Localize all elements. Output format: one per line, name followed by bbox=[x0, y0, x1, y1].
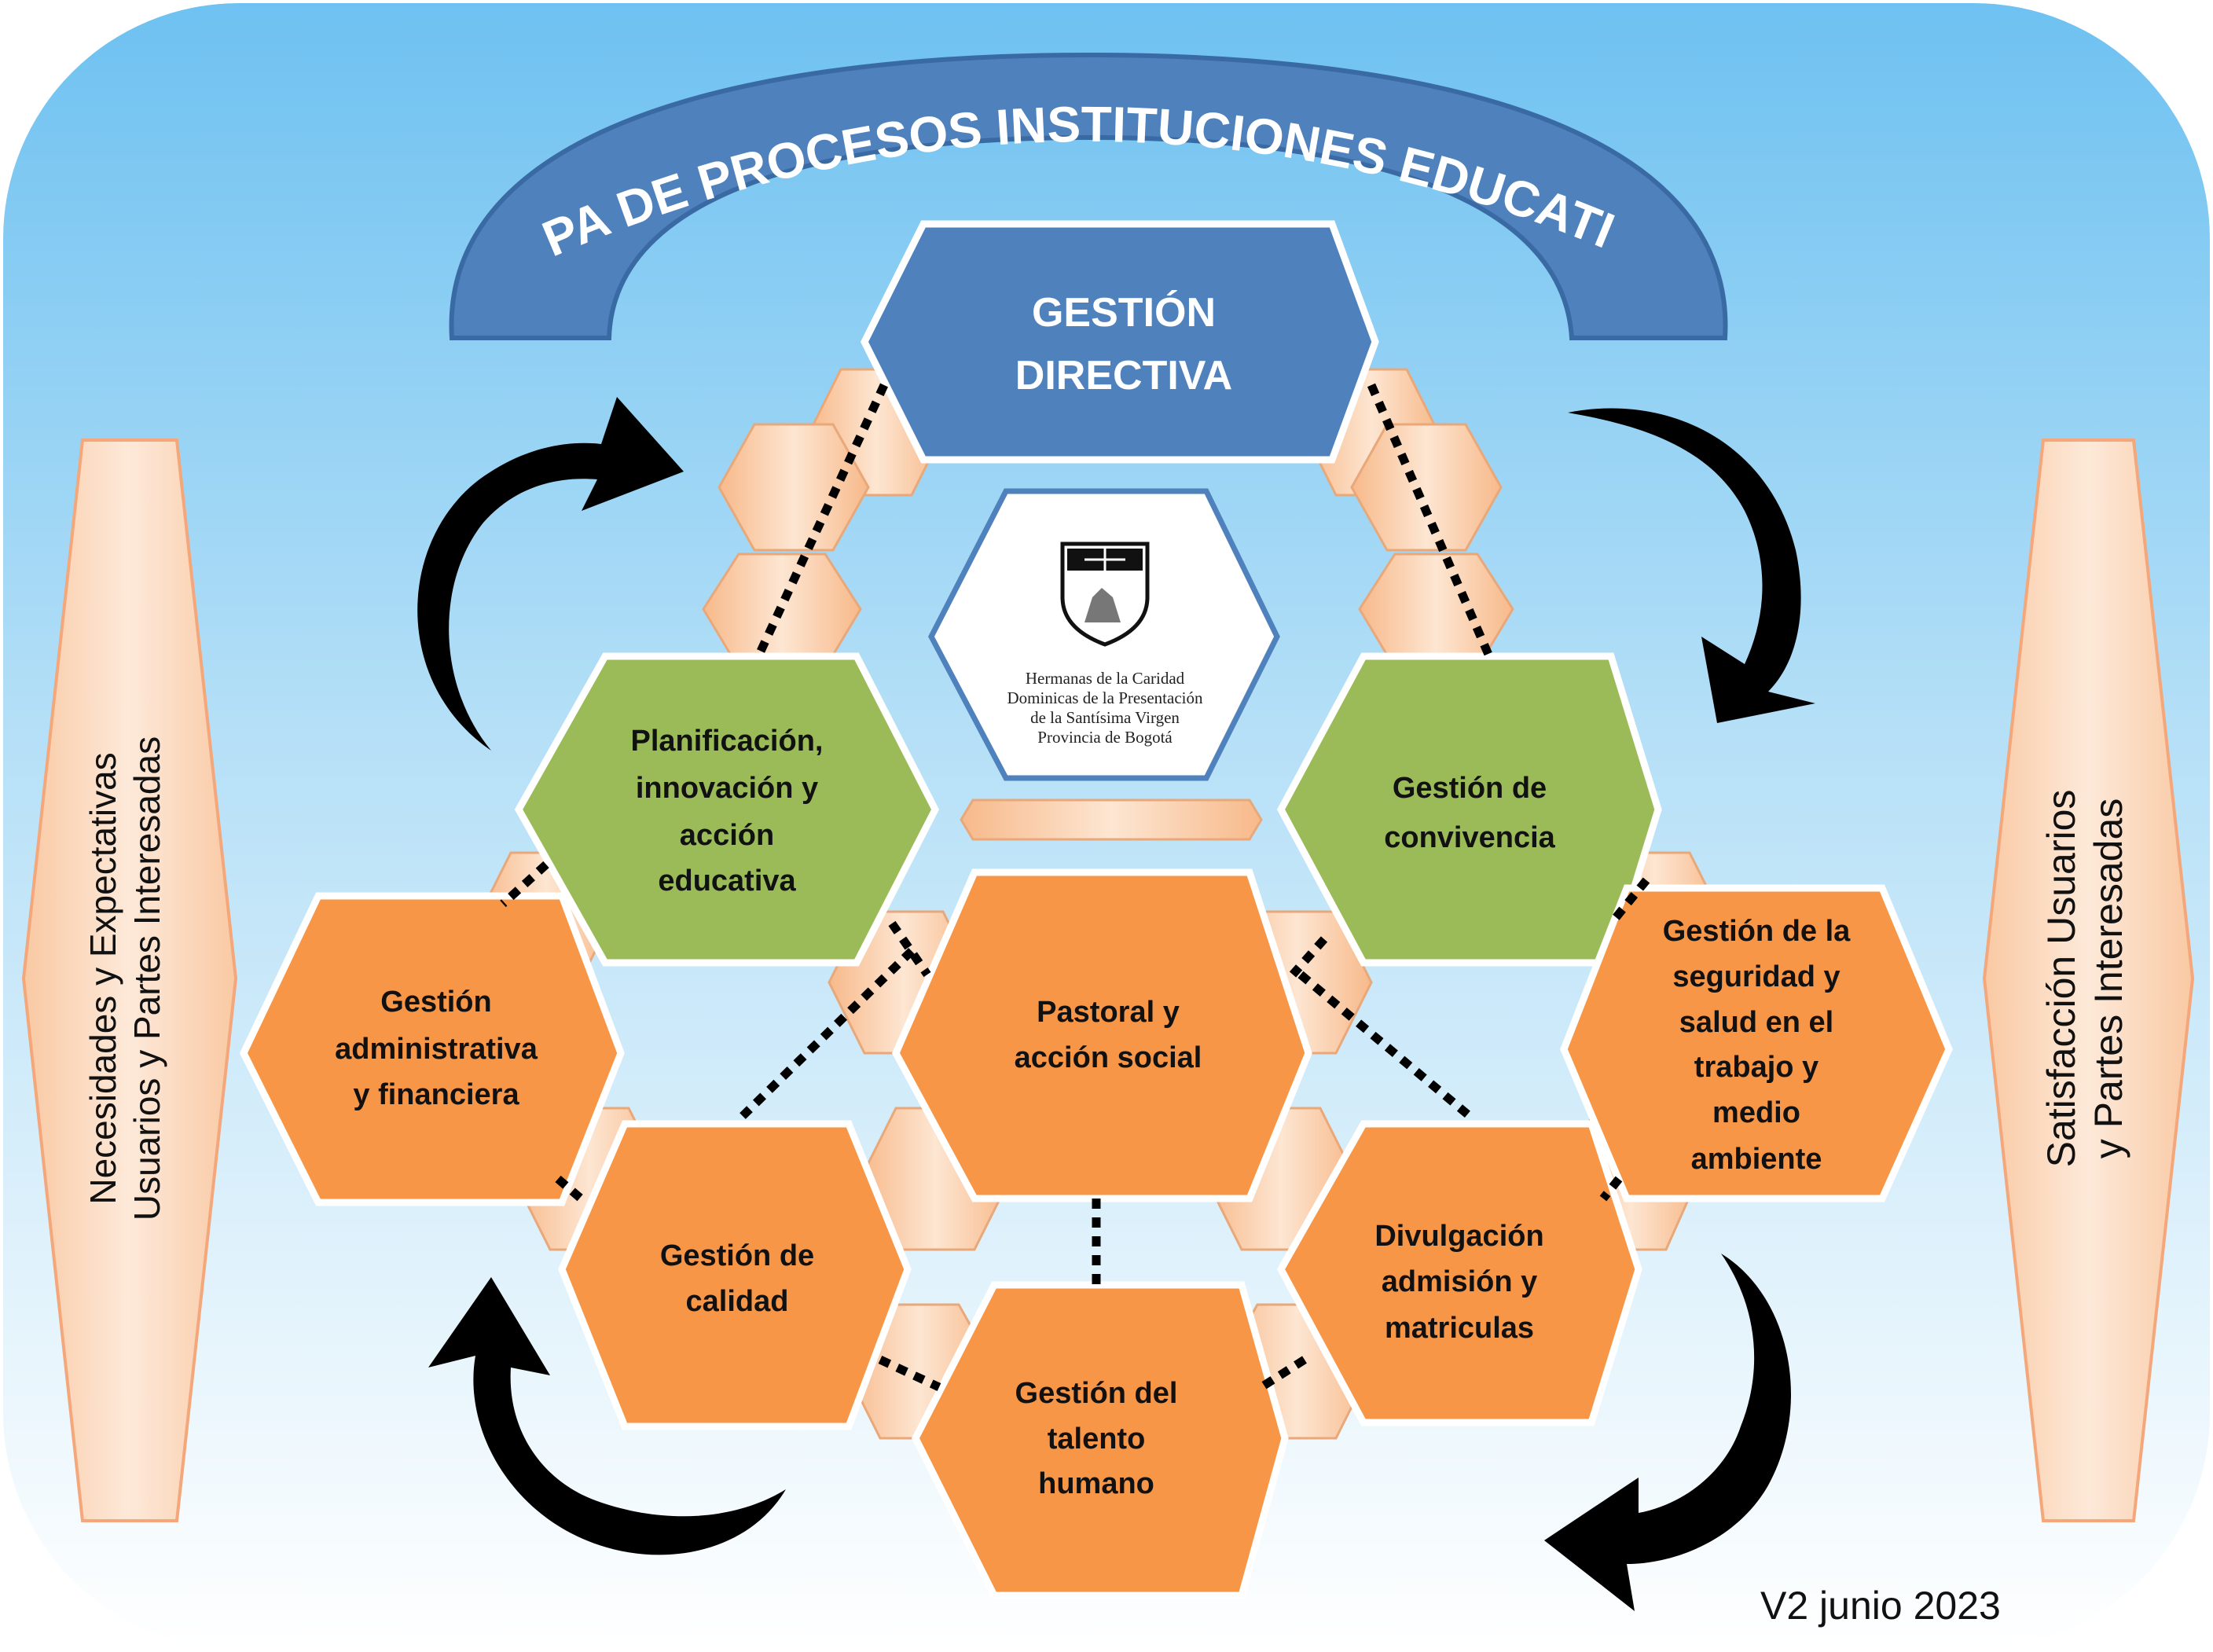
logo-text-line2: Dominicas de la Presentación bbox=[1007, 688, 1203, 707]
arrow-top-right-icon bbox=[1568, 408, 1815, 723]
safety-label-line1: Gestión de la bbox=[1663, 915, 1851, 948]
right-panel-line2: y Partes Interesadas bbox=[2086, 798, 2130, 1159]
process-admission-hexagon: Divulgación admisión y matriculas bbox=[1276, 1120, 1642, 1426]
directive-hexagon: GESTIÓN DIRECTIVA bbox=[860, 220, 1379, 464]
process-pastoral-hexagon: Pastoral y acción social bbox=[892, 868, 1312, 1202]
pastoral-label-line1: Pastoral y bbox=[1037, 996, 1180, 1029]
version-label: V2 junio 2023 bbox=[1760, 1584, 2001, 1628]
process-safety-hexagon: Gestión de la seguridad y salud en el tr… bbox=[1560, 884, 1953, 1202]
logo-text-line3: de la Santísima Virgen bbox=[1030, 708, 1180, 727]
pastoral-label-line2: acción social bbox=[1015, 1041, 1202, 1074]
safety-label-line5: medio bbox=[1712, 1096, 1800, 1129]
administrative-label-line1: Gestión bbox=[380, 986, 491, 1019]
administrative-label-line3: y financiera bbox=[353, 1078, 519, 1111]
dotted-connectors bbox=[500, 383, 1650, 1391]
talent-label-line2: talento bbox=[1048, 1423, 1146, 1456]
process-quality-hexagon: Gestión de calidad bbox=[558, 1120, 912, 1430]
admission-label-line1: Divulgación bbox=[1374, 1220, 1543, 1253]
logo-text-line4: Provincia de Bogotá bbox=[1037, 728, 1173, 747]
planning-label-line3: acción bbox=[680, 819, 774, 852]
right-panel-line1: Satisfacción Usuarios bbox=[2039, 790, 2083, 1168]
safety-label-line6: ambiente bbox=[1691, 1143, 1822, 1176]
quality-label-line1: Gestión de bbox=[660, 1239, 814, 1272]
process-talent-hexagon: Gestión del talento humano bbox=[911, 1281, 1289, 1599]
planning-label-line1: Planificación, bbox=[631, 725, 824, 758]
planning-label-line2: innovación y bbox=[636, 772, 818, 805]
arrow-top-left-icon bbox=[417, 397, 684, 751]
safety-label-line2: seguridad y bbox=[1672, 960, 1840, 993]
left-panel-line1: Necesidades y Expectativas bbox=[83, 752, 123, 1204]
admission-label-line3: matriculas bbox=[1385, 1312, 1534, 1345]
coexistence-label-line2: convivencia bbox=[1384, 821, 1555, 854]
talent-label-line3: humano bbox=[1038, 1467, 1154, 1500]
talent-label-line1: Gestión del bbox=[1015, 1377, 1178, 1410]
planning-label-line4: educativa bbox=[658, 865, 796, 898]
process-coexistence-hexagon: Gestión de convivencia bbox=[1276, 652, 1662, 967]
left-input-panel: Necesidades y Expectativas Usuarios y Pa… bbox=[21, 439, 238, 1522]
left-panel-line2: Usuarios y Partes Interesadas bbox=[127, 736, 167, 1221]
safety-label-line3: salud en el bbox=[1679, 1006, 1833, 1039]
admission-label-line2: admisión y bbox=[1382, 1265, 1538, 1298]
shield-icon bbox=[1060, 541, 1150, 647]
arrow-bottom-right-icon bbox=[1544, 1254, 1792, 1611]
directive-label-line2: DIRECTIVA bbox=[1015, 353, 1232, 398]
safety-label-line4: trabajo y bbox=[1694, 1051, 1818, 1084]
right-output-panel: Satisfacción Usuarios y Partes Interesad… bbox=[1982, 439, 2195, 1522]
administrative-label-line2: administrativa bbox=[335, 1033, 538, 1066]
arrow-bottom-left-icon bbox=[428, 1277, 786, 1555]
cycle-arrows bbox=[417, 397, 1815, 1611]
directive-label-line1: GESTIÓN bbox=[1032, 290, 1216, 336]
logo-text-line1: Hermanas de la Caridad bbox=[1026, 669, 1185, 688]
process-planning-hexagon: Planificación, innovación y acción educa… bbox=[514, 652, 940, 967]
logo-hexagon: Hermanas de la Caridad Dominicas de la P… bbox=[928, 488, 1280, 781]
process-administrative-hexagon: Gestión administrativa y financiera bbox=[239, 892, 625, 1206]
coexistence-label-line1: Gestión de bbox=[1393, 772, 1547, 805]
quality-label-line2: calidad bbox=[686, 1285, 789, 1318]
